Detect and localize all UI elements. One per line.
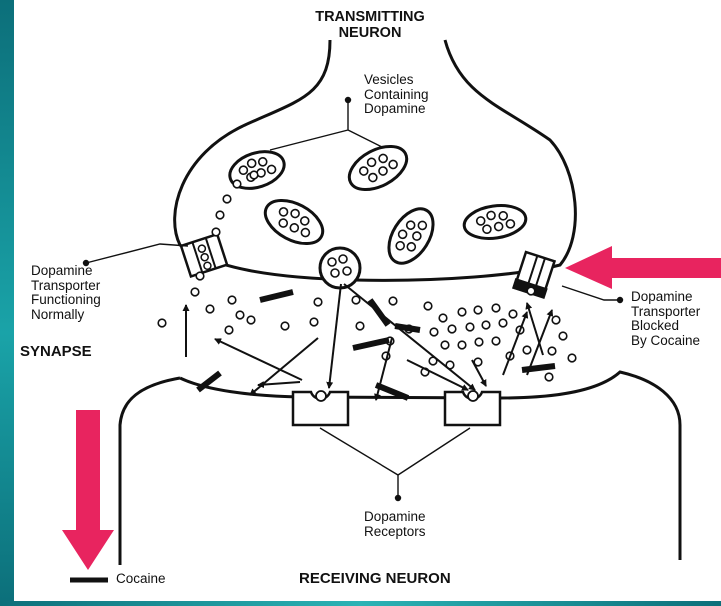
vesicle (380, 201, 442, 271)
cocaine-molecules (198, 292, 555, 398)
cocaine-legend-label: Cocaine (116, 572, 166, 587)
vesicle-fusing (320, 248, 360, 288)
receptors-label: Dopamine Receptors (364, 510, 426, 539)
synapse-label: SYNAPSE (20, 344, 92, 360)
bottom-frame-border (0, 601, 721, 606)
transporter-blocked-label: Dopamine Transporter Blocked By Cocaine (631, 290, 700, 348)
receiving-neuron-label: RECEIVING NEURON (299, 571, 451, 587)
vesicles-label: Vesicles Containing Dopamine (364, 73, 429, 117)
highlight-arrow-right (565, 246, 721, 289)
vesicle (462, 202, 528, 242)
dopamine-receptor (293, 391, 348, 425)
transporter-normal-label: Dopamine Transporter Functioning Normall… (31, 264, 101, 322)
receptors-pointer (320, 428, 470, 501)
transporter-blocked-pointer (562, 286, 623, 303)
transporter-normal-pointer (84, 244, 189, 266)
transmitting-neuron-label: TRANSMITTING NEURON (313, 10, 427, 41)
vesicle (342, 138, 414, 199)
highlight-arrow-down (62, 410, 114, 570)
dopamine-transporter-normal (181, 234, 227, 276)
dopamine-receptor (445, 391, 500, 425)
vesicle (258, 192, 330, 253)
